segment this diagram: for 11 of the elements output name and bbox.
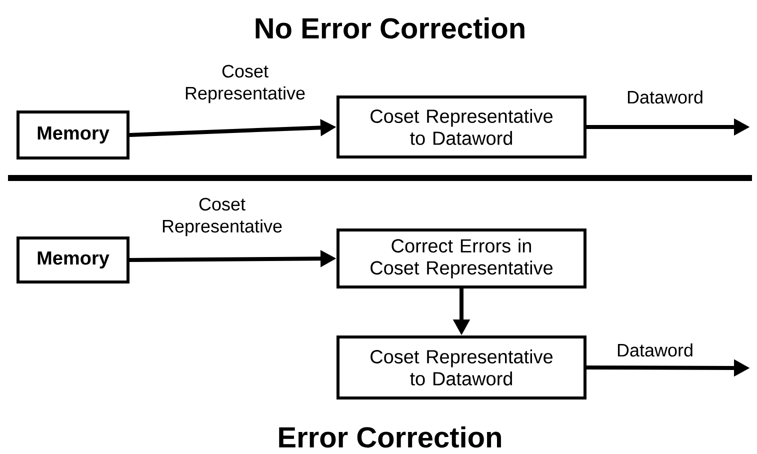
process-box: Coset Representative to Dataword: [336, 96, 586, 158]
edge-label: Dataword: [618, 343, 692, 357]
edge-label: Coset Representative: [186, 64, 305, 104]
process-box: Correct Errors in Coset Representative: [336, 228, 586, 288]
process-box: Coset Representative to Dataword: [336, 336, 586, 400]
section-heading: Error Correction: [279, 426, 501, 448]
edge-label: Dataword: [628, 90, 702, 104]
title: No Error Correction: [256, 17, 524, 39]
process-box: Memory: [16, 110, 130, 160]
edge-label: Coset Representative: [162, 198, 282, 236]
process-box: Memory: [16, 236, 130, 284]
